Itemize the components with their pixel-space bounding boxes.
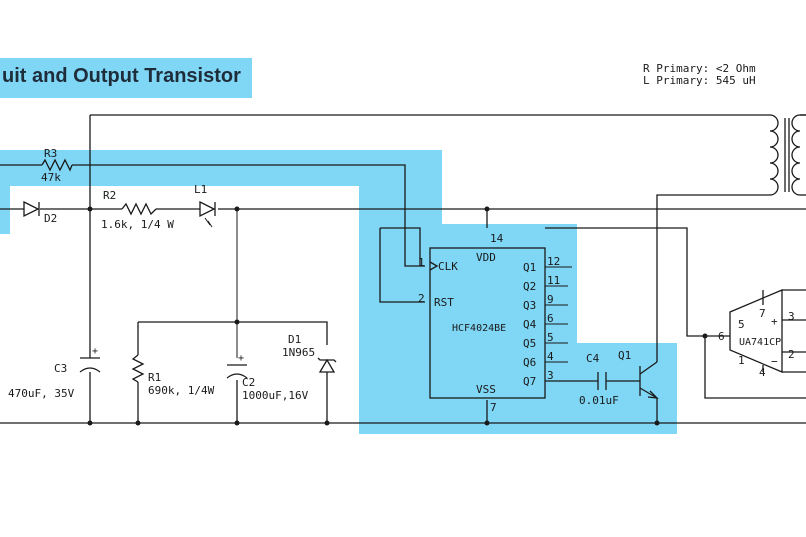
- resistor-r2: R2 1.6k, 1/4 W: [101, 189, 174, 231]
- capacitor-c2: + C2 1000uF,16V: [226, 353, 309, 402]
- pin-q5-label: Q5: [523, 337, 536, 350]
- spec-l-primary: L Primary: 545 uH: [643, 74, 756, 87]
- transistor-q1: Q1: [618, 349, 659, 399]
- c4-value: 0.01uF: [579, 394, 619, 407]
- c2-ref: C2: [242, 376, 255, 389]
- svg-text:+: +: [238, 353, 244, 364]
- r2-ref: R2: [103, 189, 116, 202]
- r1-ref: R1: [148, 371, 161, 384]
- c2-value: 1000uF,16V: [242, 389, 309, 402]
- opamp-pin-2: 2: [788, 348, 795, 361]
- r1-value: 690k, 1/4W: [148, 384, 215, 397]
- ic-part-name: HCF4024BE: [452, 323, 506, 334]
- opamp-name: UA741CP: [739, 337, 781, 348]
- resistor-r3: R3 47k: [41, 147, 73, 184]
- pin-num-2: 2: [418, 292, 425, 305]
- transformer: [769, 114, 806, 196]
- pin-num-6: 6: [547, 312, 554, 325]
- r3-value: 47k: [41, 171, 61, 184]
- q1-ref: Q1: [618, 349, 631, 362]
- pin-num-7: 7: [490, 401, 497, 414]
- pin-q7-label: Q7: [523, 375, 536, 388]
- pin-q6-label: Q6: [523, 356, 536, 369]
- c4-ref: C4: [586, 352, 600, 365]
- c3-ref: C3: [54, 362, 67, 375]
- resistor-r1: R1 690k, 1/4W: [131, 354, 215, 397]
- d2-ref: D2: [44, 212, 57, 225]
- pin-num-12: 12: [547, 255, 560, 268]
- capacitor-c4: C4 0.01uF: [579, 352, 619, 407]
- opamp-pin-5: 5: [738, 318, 745, 331]
- pin-num-3: 3: [547, 369, 554, 382]
- zener-d1: D1 1N965: [282, 333, 337, 373]
- diode-d2: D2: [23, 200, 57, 225]
- pin-q4-label: Q4: [523, 318, 537, 331]
- l1-ref: L1: [194, 183, 207, 196]
- pin-num-1: 1: [418, 256, 425, 269]
- led-l1: L1: [194, 183, 216, 228]
- opamp-pin-6: 6: [718, 330, 725, 343]
- highlight-regions: [0, 58, 677, 434]
- pin-num-11: 11: [547, 274, 560, 287]
- svg-text:+: +: [92, 346, 98, 357]
- pin-num-14: 14: [490, 232, 504, 245]
- opamp-pin-7: 7: [759, 307, 766, 320]
- pin-clk-label: CLK: [438, 260, 458, 273]
- pin-num-4: 4: [547, 350, 554, 363]
- pin-vss-label: VSS: [476, 383, 496, 396]
- opamp-pin-3: 3: [788, 310, 795, 323]
- pin-q1-label: Q1: [523, 261, 536, 274]
- wires: [0, 114, 806, 424]
- d1-ref: D1: [288, 333, 301, 346]
- opamp-ua741cp: UA741CP + − 5 7 3 6 1 4 2: [718, 289, 806, 379]
- r2-value: 1.6k, 1/4 W: [101, 218, 174, 231]
- pin-q2-label: Q2: [523, 280, 536, 293]
- opamp-minus: −: [771, 355, 778, 368]
- pin-vdd-label: VDD: [476, 251, 496, 264]
- section-title: uit and Output Transistor: [2, 65, 241, 87]
- junction-dots: [87, 206, 708, 426]
- opamp-pin-1: 1: [738, 354, 745, 367]
- opamp-pin-4: 4: [759, 366, 766, 379]
- d1-value: 1N965: [282, 346, 315, 359]
- capacitor-c3: + C3 470uF, 35V: [8, 346, 101, 400]
- r3-ref: R3: [44, 147, 57, 160]
- opamp-plus: +: [771, 315, 778, 328]
- c3-value: 470uF, 35V: [8, 387, 75, 400]
- pin-num-9: 9: [547, 293, 554, 306]
- spec-r-primary: R Primary: <2 Ohm: [643, 62, 756, 75]
- pin-q3-label: Q3: [523, 299, 536, 312]
- pin-num-5: 5: [547, 331, 554, 344]
- ic-hcf4024be: CLK RST VDD VSS HCF4024BE Q1 Q2 Q3 Q4 Q5…: [418, 232, 560, 414]
- pin-rst-label: RST: [434, 296, 454, 309]
